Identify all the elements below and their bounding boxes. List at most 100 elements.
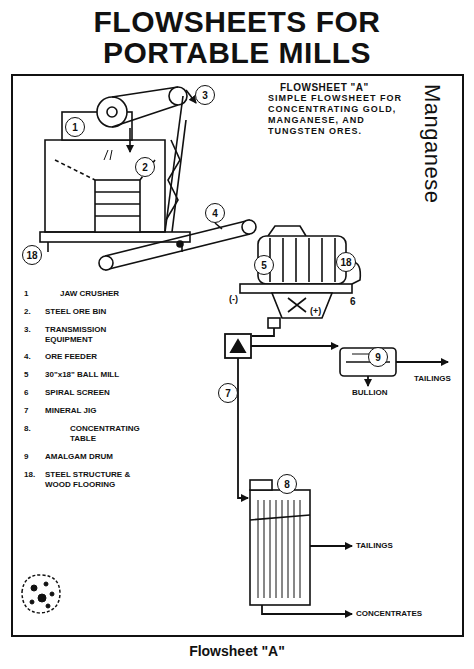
callout-circle: 18	[336, 252, 356, 272]
ball-mill	[268, 226, 306, 236]
flowsheet-heading: FLOWSHEET "A"	[280, 82, 410, 94]
part-number: 2.	[24, 307, 40, 317]
concentrating-table	[250, 490, 310, 605]
callout-number: 6	[350, 296, 362, 308]
figure-caption: Flowsheet "A"	[137, 643, 337, 659]
crusher-plant	[95, 203, 140, 205]
part-name: JAW CRUSHER	[60, 289, 160, 299]
polarity-mark: (-)	[229, 294, 249, 305]
flow-lines	[367, 376, 369, 386]
part-name: STEEL STRUCTURE & WOOD FLOORING	[45, 470, 145, 490]
crusher-plant	[40, 87, 196, 252]
side-stamp: Manganese	[414, 84, 444, 203]
flow-lines	[238, 358, 248, 498]
ore-sample-icon	[30, 600, 34, 604]
concentrating-table	[250, 480, 310, 605]
ore-feeder-conveyor	[99, 220, 256, 270]
part-name: CONCENTRATING TABLE	[70, 424, 155, 444]
spiral-screen	[272, 293, 332, 318]
ore-sample-icon	[31, 585, 37, 591]
crusher-plant	[45, 140, 165, 232]
part-name: SPIRAL SCREEN	[45, 388, 155, 398]
callout-number: 8	[284, 479, 290, 490]
part-number: 3.	[24, 325, 40, 335]
callout-number: 7	[225, 388, 231, 399]
callout-circle: 4	[205, 203, 225, 223]
concentrating-table	[250, 480, 272, 490]
ore-feeder-conveyor	[242, 220, 256, 234]
part-name: TRANSMISSION EQUIPMENT	[45, 325, 140, 345]
ore-feeder-conveyor	[215, 223, 222, 229]
page-title: FLOWSHEETS FOR PORTABLE MILLS	[62, 6, 412, 68]
ore-sample-icon	[38, 594, 46, 602]
part-number: 6	[24, 388, 40, 398]
ore-feeder-conveyor	[105, 220, 250, 256]
callout-circle: 1	[65, 117, 85, 137]
callout-number: 18	[26, 250, 37, 261]
crusher-plant	[104, 150, 112, 160]
ore-feeder-conveyor	[105, 234, 250, 270]
flow-lines	[251, 345, 338, 347]
flow-lines	[225, 334, 251, 358]
ball-mill	[240, 284, 352, 293]
flow-lines	[262, 605, 352, 614]
part-number: 8.	[24, 424, 40, 434]
part-number: 4.	[24, 352, 40, 362]
crusher-plant	[47, 242, 49, 252]
flow-lines	[396, 361, 448, 363]
product-label: TAILINGS	[414, 374, 464, 384]
outer-frame	[12, 75, 463, 636]
outer-frame	[12, 75, 463, 636]
callout-number: 1	[72, 122, 78, 133]
spiral-screen	[268, 318, 280, 328]
callout-circle: 3	[195, 85, 215, 105]
callout-circle: 8	[277, 474, 297, 494]
callout-circle: 18	[22, 245, 42, 265]
part-name: AMALGAM DRUM	[45, 452, 155, 462]
part-number: 5	[24, 370, 40, 380]
spiral-screen	[288, 298, 306, 312]
callout-number: 3	[202, 90, 208, 101]
crusher-plant	[97, 97, 127, 127]
part-name: MINERAL JIG	[45, 406, 155, 416]
crusher-plant	[169, 87, 187, 105]
ore-sample-icon	[22, 575, 60, 613]
ore-sample-icon	[22, 575, 60, 613]
amalgam-drum	[340, 348, 396, 376]
product-label: CONCENTRATES	[356, 609, 436, 619]
callout-number: 2	[142, 162, 148, 173]
part-number: 1	[24, 289, 40, 299]
callout-number: 9	[375, 352, 381, 363]
product-label: TAILINGS	[356, 541, 406, 551]
part-number: 18.	[24, 470, 44, 480]
part-name: STEEL ORE BIN	[45, 307, 155, 317]
crusher-plant	[166, 140, 180, 220]
ball-mill	[295, 238, 297, 282]
crusher-plant	[172, 120, 186, 232]
crusher-plant	[107, 107, 117, 117]
ore-sample-icon	[44, 582, 48, 586]
polarity-mark: (+)	[310, 306, 332, 317]
crusher-plant	[112, 105, 178, 127]
part-name: 30"x18" BALL MILL	[45, 370, 155, 380]
flow-lines	[252, 328, 274, 336]
product-label: BULLION	[352, 388, 412, 398]
ball-mill	[240, 226, 360, 293]
callout-number: 4	[212, 208, 218, 219]
ore-feeder-conveyor	[177, 241, 183, 247]
crusher-plant	[95, 215, 140, 217]
callout-circle: 9	[368, 347, 388, 367]
amalgam-drum	[340, 348, 396, 376]
part-number: 7	[24, 406, 40, 416]
part-name: ORE FEEDER	[45, 352, 155, 362]
ball-mill	[308, 238, 310, 282]
callout-number: 5	[261, 260, 267, 271]
ball-mill	[282, 238, 284, 282]
crusher-plant	[95, 180, 140, 232]
flow-lines	[310, 545, 352, 547]
ball-mill	[321, 238, 323, 282]
ore-sample-icon	[46, 604, 50, 608]
ore-sample-icon	[50, 592, 54, 596]
spiral-screen	[268, 293, 332, 328]
